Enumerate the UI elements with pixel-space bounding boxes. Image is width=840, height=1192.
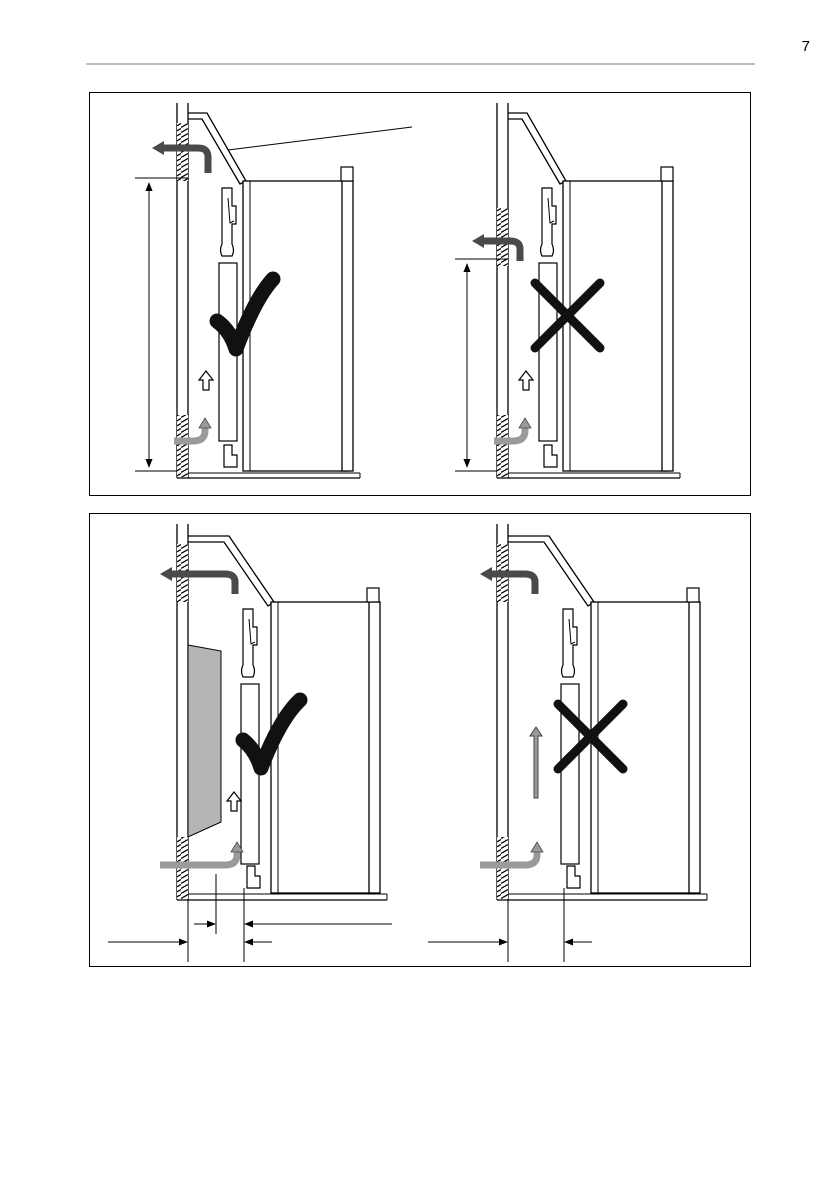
page-number: 7	[802, 38, 810, 55]
leader-line	[228, 127, 412, 150]
sloped-cover	[508, 113, 566, 184]
heater-body	[243, 181, 348, 471]
air-flow-arrow-long	[530, 727, 542, 798]
air-inlet-arrow	[160, 850, 237, 865]
vent-hatch-lower	[177, 415, 188, 477]
scene-correct-bottom	[108, 524, 392, 962]
scene-incorrect-top	[455, 103, 680, 478]
bracket-foot	[247, 866, 260, 888]
heater-front-panel	[369, 602, 380, 893]
heater-top-cap	[341, 167, 353, 181]
scene-incorrect-bottom	[428, 524, 707, 962]
panel-bottom-drawing	[90, 514, 752, 968]
vent-hatch-upper	[497, 208, 508, 266]
air-flow-arrow-small	[519, 371, 533, 390]
vent-hatch-lower	[497, 415, 508, 477]
scene-correct-top	[135, 103, 412, 478]
diagram-panel-top	[89, 92, 751, 496]
heater-front-panel	[662, 181, 673, 471]
heater-front-panel	[342, 181, 353, 471]
vent-hatch-upper	[177, 123, 188, 181]
air-flow-arrow-small	[199, 371, 213, 390]
header-rule	[86, 63, 755, 65]
diagram-panel-bottom	[89, 513, 751, 967]
mounting-bracket	[241, 684, 259, 864]
heater-top-cap	[367, 588, 379, 602]
heater-front-panel	[689, 602, 700, 893]
bracket-foot	[567, 866, 580, 888]
bracket-foot	[224, 445, 237, 467]
bracket-foot	[544, 445, 557, 467]
heater-body	[271, 602, 375, 893]
air-flow-arrow-small	[227, 792, 241, 811]
heater-top-cap	[661, 167, 673, 181]
panel-top-drawing	[90, 93, 752, 497]
heater-top-cap	[687, 588, 699, 602]
wall-cover-panel	[188, 645, 221, 837]
